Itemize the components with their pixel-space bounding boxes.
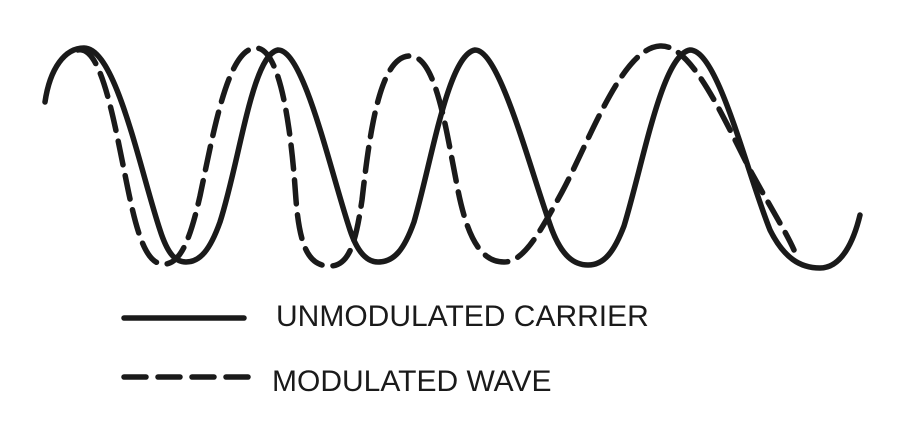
legend-unmodulated-label: UNMODULATED CARRIER: [276, 300, 649, 333]
legend-modulated-label: MODULATED WAVE: [272, 365, 551, 398]
unmodulated-carrier-wave: [42, 45, 863, 271]
modulated-wave: [75, 43, 797, 269]
